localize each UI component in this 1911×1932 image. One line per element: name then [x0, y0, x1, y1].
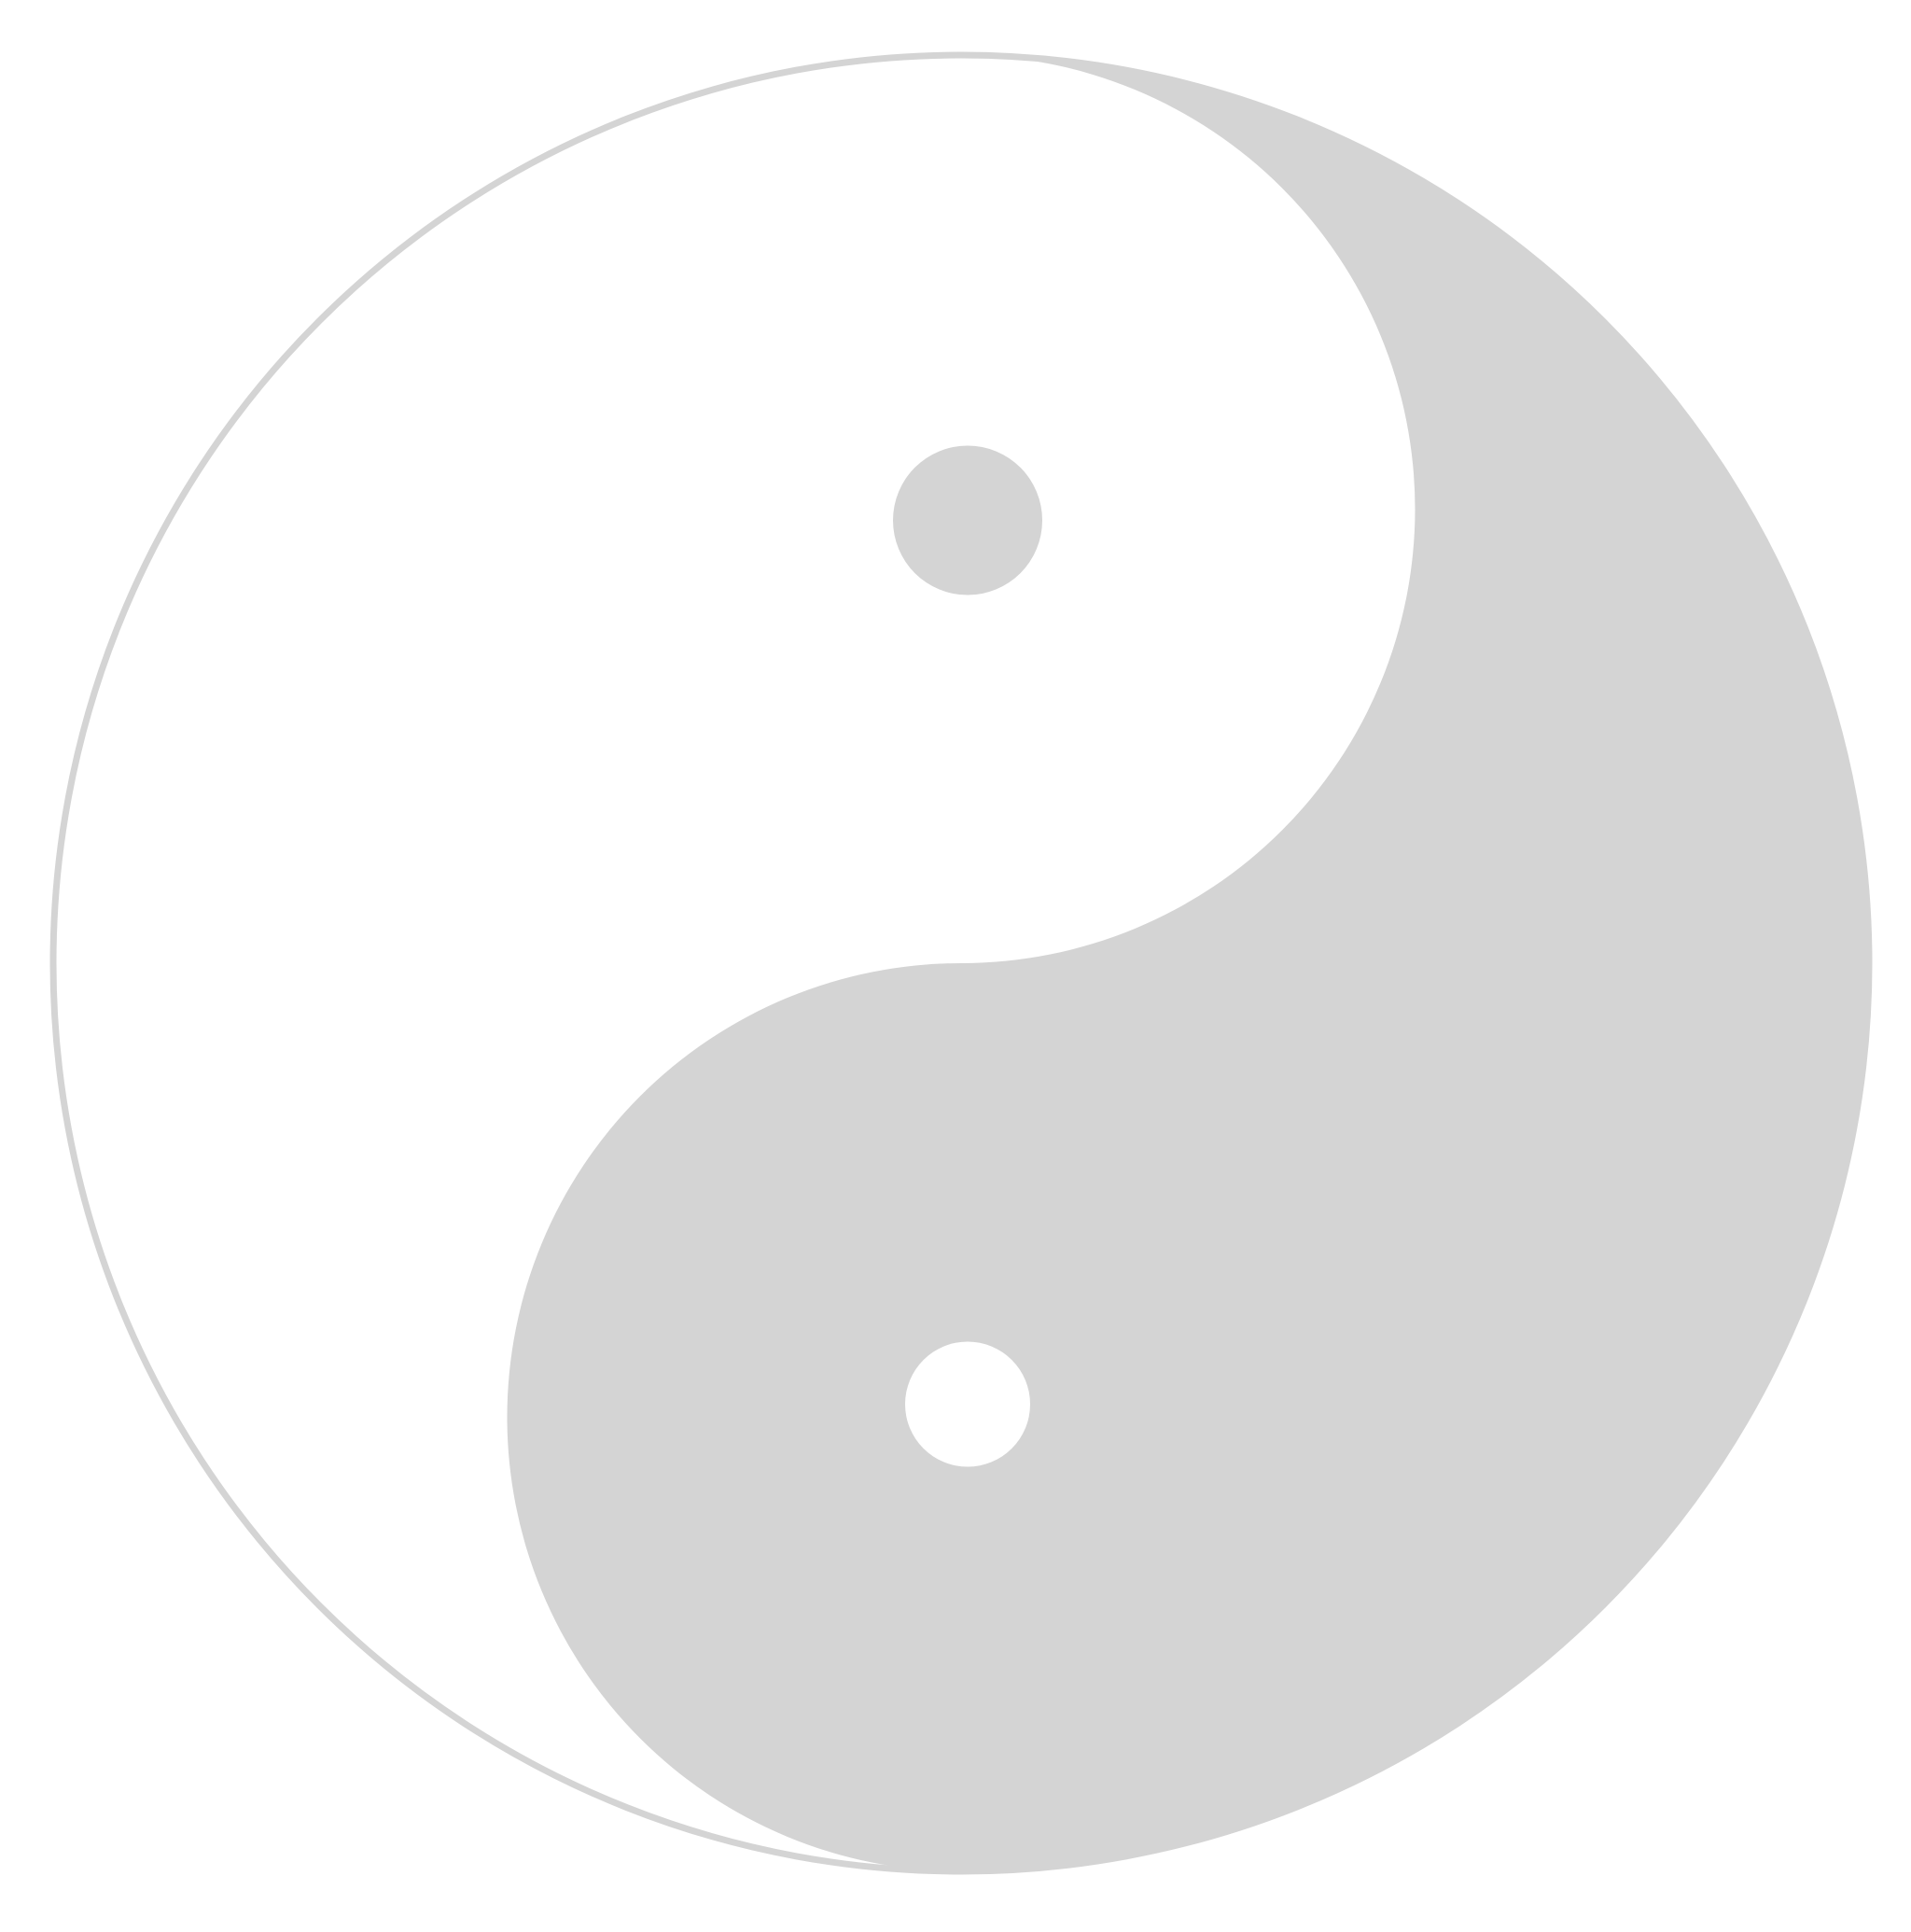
dark-dot: [893, 445, 1042, 595]
dark-half: [507, 55, 1869, 1871]
light-dot: [905, 1341, 1030, 1467]
